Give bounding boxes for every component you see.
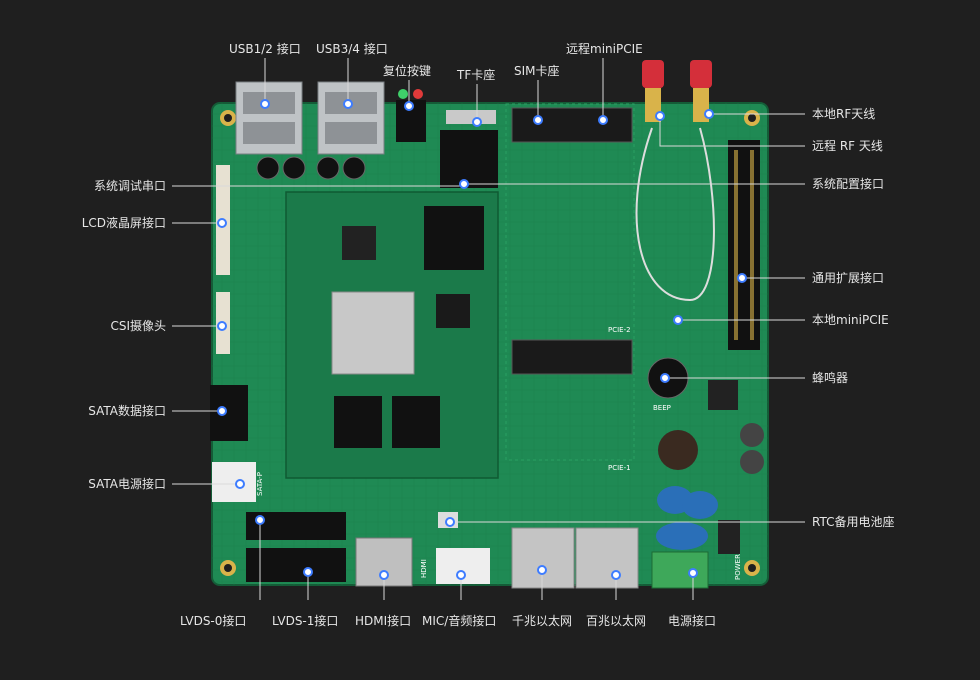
label-gpio-ext: 通用扩展接口	[812, 271, 885, 285]
leader-lines	[172, 58, 805, 600]
label-usb12: USB1/2 接口	[229, 42, 301, 56]
ddr-chip-2	[392, 396, 440, 448]
label-sata-power: SATA电源接口	[88, 477, 166, 491]
label-tf: TF卡座	[457, 68, 496, 82]
label-lvds0: LVDS-0接口	[180, 614, 247, 628]
label-buzzer: 蜂鸣器	[812, 371, 849, 385]
label-csi: CSI摄像头	[110, 319, 166, 333]
rtc-battery-holder	[718, 520, 740, 554]
label-remote-rf: 远程 RF 天线	[812, 139, 883, 153]
label-reset: 复位按键	[383, 64, 432, 78]
silk-beep: BEEP	[653, 404, 671, 412]
tf-card-slot	[446, 110, 496, 124]
sata-power-connector	[212, 462, 256, 502]
lvds-1-header	[246, 548, 346, 582]
label-hdmi: HDMI接口	[355, 614, 412, 628]
silk-pcie1: PCIE-1	[608, 464, 631, 472]
remote-minipcie-slot	[511, 107, 633, 143]
emmc-chip	[424, 206, 484, 270]
label-remote-minipcie: 远程miniPCIE	[566, 42, 643, 56]
electrolytic-capacitors	[256, 156, 366, 180]
label-mic-audio: MIC/音频接口	[422, 614, 497, 628]
silk-pcie2: PCIE-2	[608, 326, 631, 334]
soc-chip	[331, 291, 415, 375]
usb-12-port	[235, 81, 303, 155]
usb-34-port	[317, 81, 385, 155]
sata-data-connector	[210, 385, 248, 441]
label-sim: SIM卡座	[514, 64, 560, 78]
silk-hdmi: HDMI	[420, 559, 428, 578]
fast-ethernet-jack	[575, 527, 639, 589]
power-terminal	[651, 551, 709, 589]
label-sata-data: SATA数据接口	[88, 404, 166, 418]
ddr-chip-1	[334, 396, 382, 448]
label-fast-eth: 百兆以太网	[586, 614, 647, 628]
label-local-rf: 本地RF天线	[812, 107, 876, 121]
ddr-chip-3	[436, 294, 470, 328]
label-usb34: USB3/4 接口	[316, 42, 388, 56]
label-sys-config: 系统配置接口	[812, 177, 885, 191]
label-lcd: LCD液晶屏接口	[81, 216, 166, 230]
label-local-minipcie: 本地miniPCIE	[812, 313, 889, 327]
label-lvds1: LVDS-1接口	[272, 614, 339, 628]
label-sys-debug: 系统调试串口	[93, 179, 166, 193]
power-area	[656, 380, 764, 550]
label-rtc: RTC备用电池座	[812, 515, 895, 529]
callout-markers	[217, 99, 747, 580]
pcie-area	[505, 103, 635, 461]
gpio-header	[728, 140, 760, 350]
mounting-holes	[220, 110, 760, 576]
silk-sata-p: SATA-P	[256, 472, 264, 496]
pmic-chip	[342, 226, 376, 260]
label-gigabit-eth: 千兆以太网	[512, 614, 573, 628]
reset-button-component	[396, 89, 426, 142]
pin-header-config	[440, 130, 498, 188]
label-power: 电源接口	[668, 614, 717, 628]
silk-power: POWER	[734, 554, 742, 580]
local-minipcie-slot	[511, 339, 633, 375]
gigabit-ethernet-jack	[511, 527, 575, 589]
